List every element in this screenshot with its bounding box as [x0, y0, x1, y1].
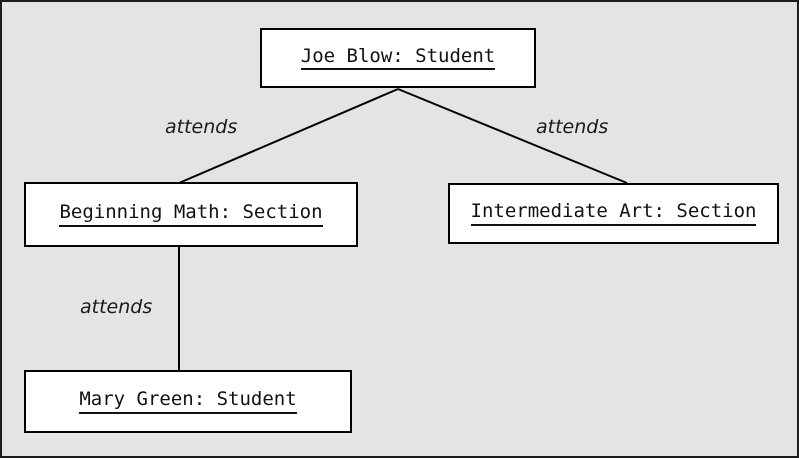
object-label-mary-green: Mary Green: Student	[79, 388, 297, 414]
object-box-mary-green[interactable]: Mary Green: Student	[24, 370, 352, 433]
object-box-intermediate-art[interactable]: Intermediate Art: Section	[448, 183, 779, 244]
link-label-joe-attends-math: attends	[165, 116, 238, 138]
object-box-joe-blow[interactable]: Joe Blow: Student	[260, 28, 536, 88]
link-label-mary-attends-math: attends	[80, 296, 153, 318]
object-box-beginning-math[interactable]: Beginning Math: Section	[24, 182, 358, 247]
object-label-joe-blow: Joe Blow: Student	[300, 45, 496, 71]
object-label-beginning-math: Beginning Math: Section	[59, 201, 323, 227]
object-label-intermediate-art: Intermediate Art: Section	[470, 200, 757, 226]
link-label-joe-attends-art: attends	[536, 116, 609, 138]
